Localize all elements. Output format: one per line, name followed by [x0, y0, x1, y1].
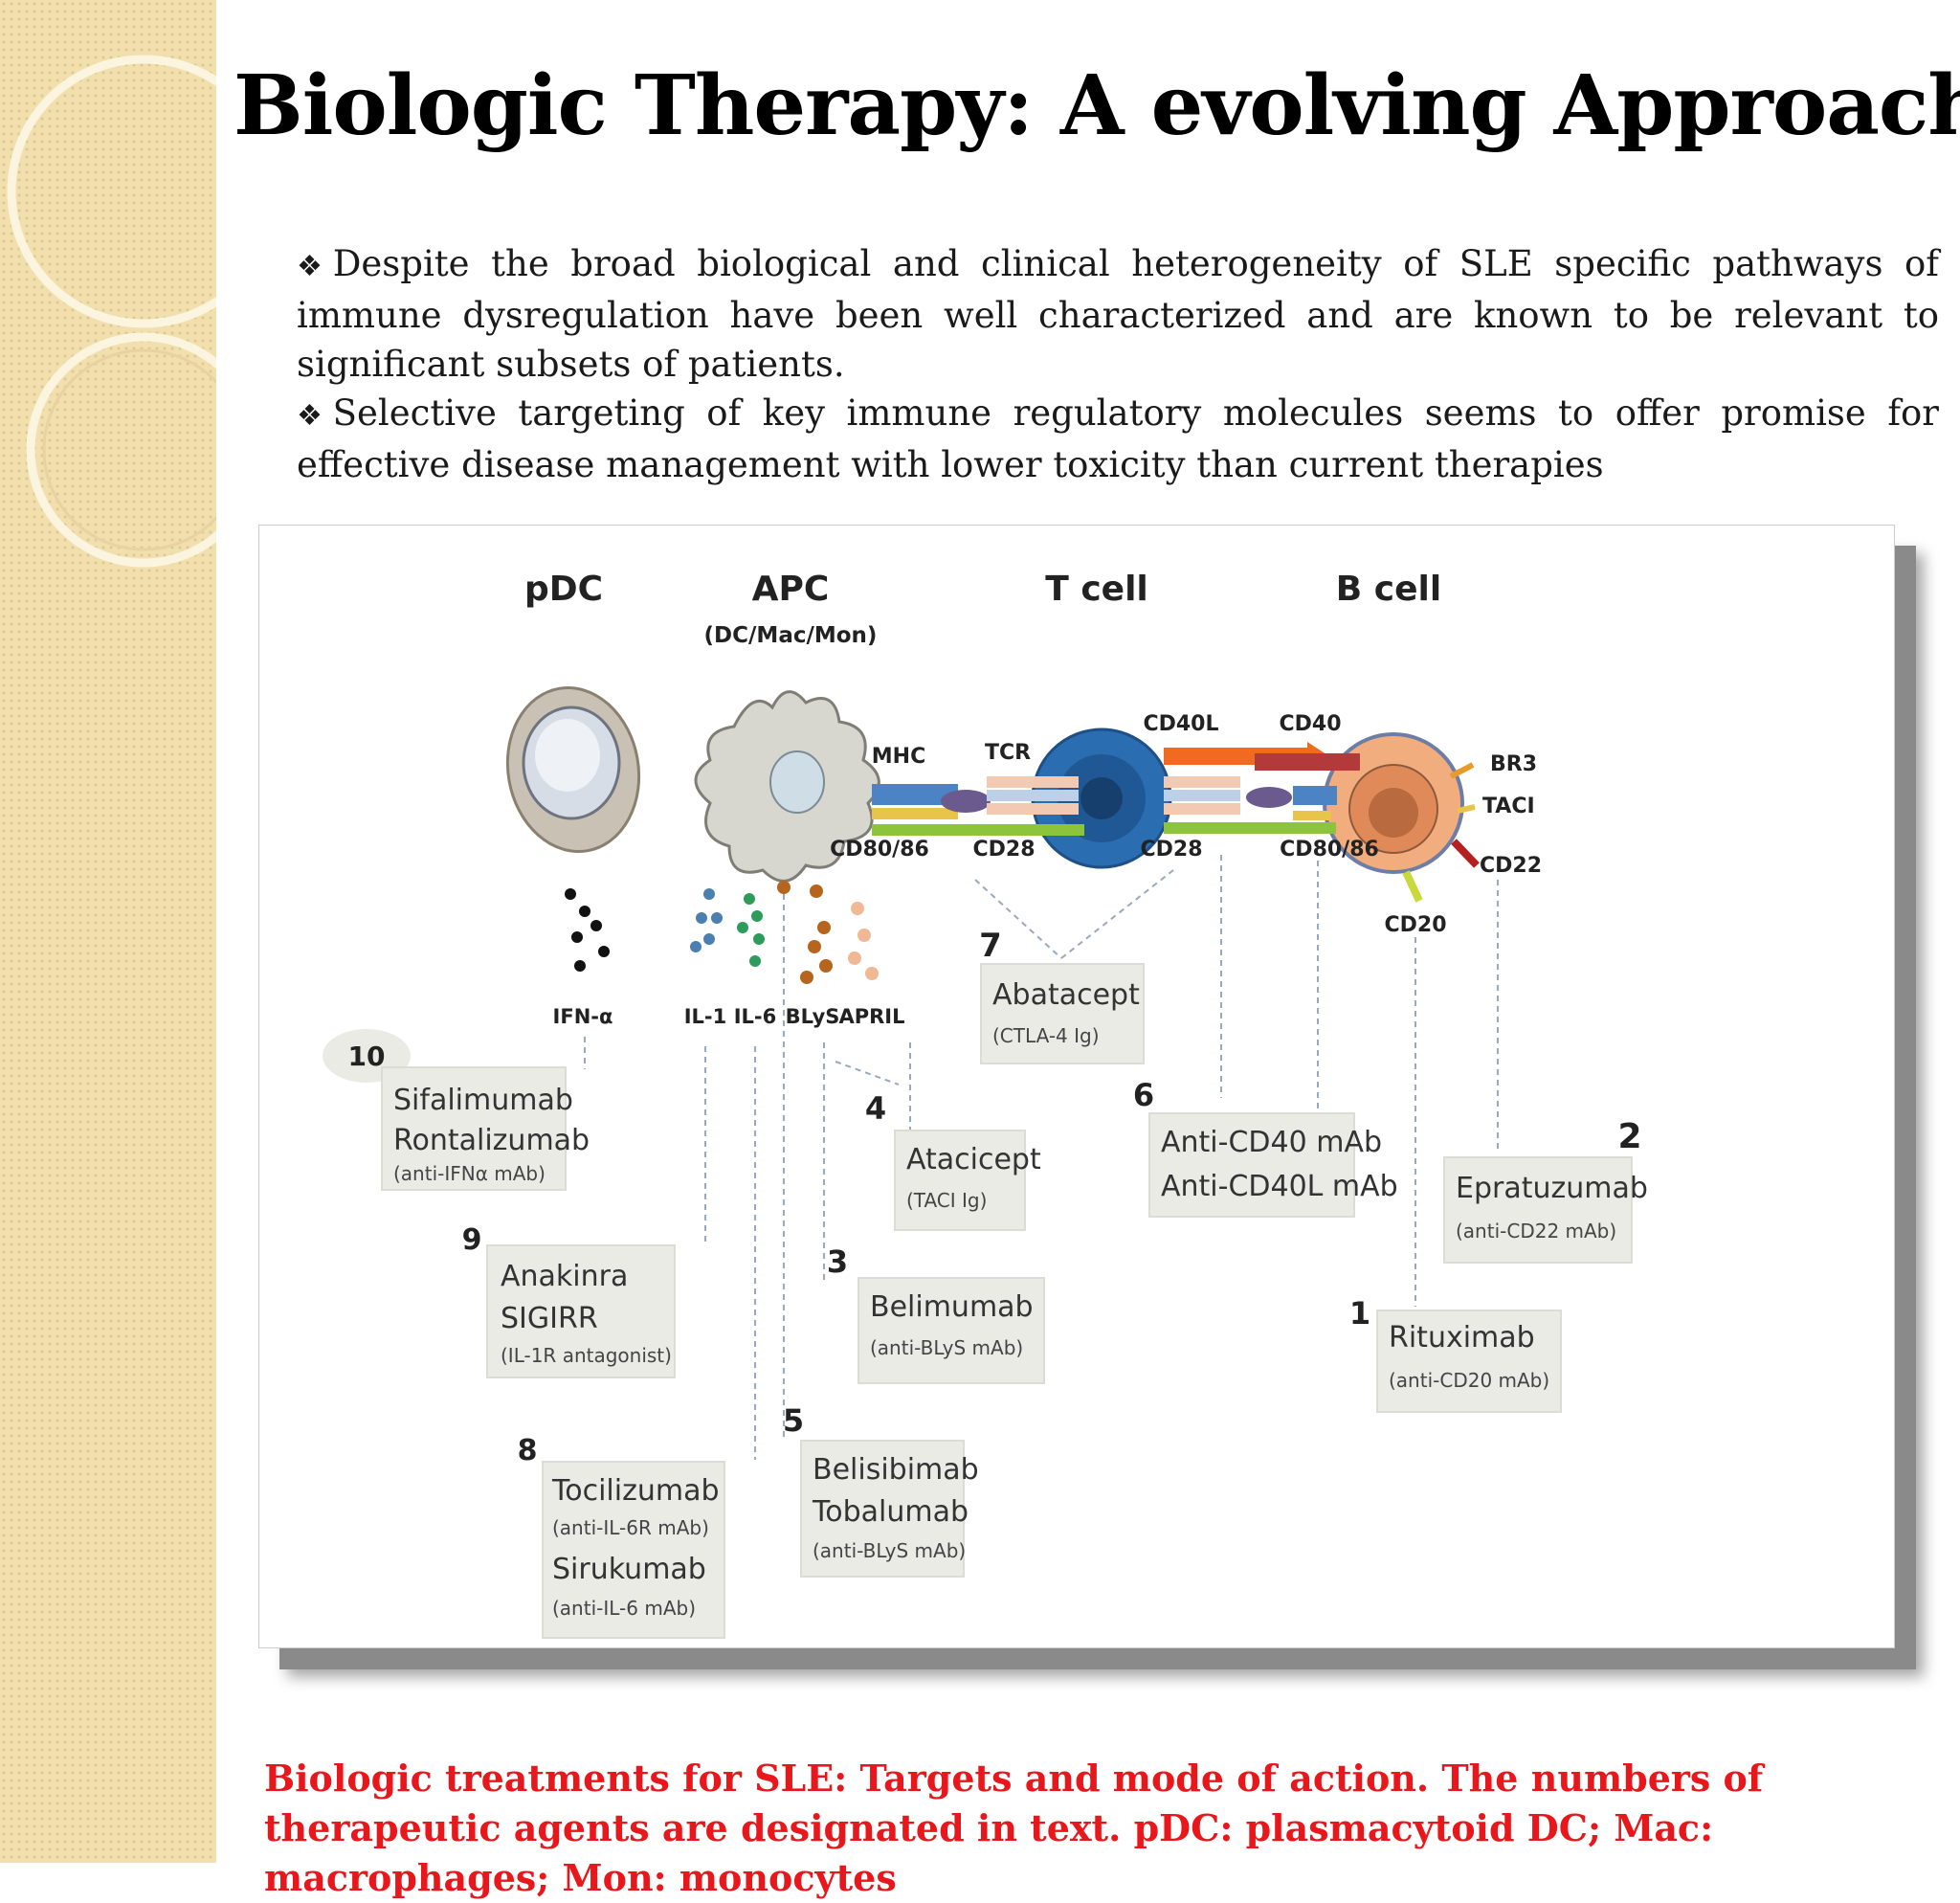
therapy-number: 7: [979, 927, 1002, 965]
drug-name: Sirukumab: [552, 1553, 706, 1586]
drug-name: SIGIRR: [501, 1302, 598, 1335]
therapy-number: 8: [518, 1434, 538, 1467]
drug-note: (anti-BLyS mAb): [813, 1539, 966, 1562]
drug-note: (anti-CD22 mAb): [1456, 1220, 1616, 1243]
therapy-8: 8 Tocilizumab (anti-IL-6R mAb) Sirukumab…: [518, 1434, 725, 1639]
bullet-text: Despite the broad biological and clinica…: [297, 243, 1939, 385]
apc-subheader: (DC/Mac/Mon): [704, 623, 878, 648]
apc-cell-icon: [694, 690, 880, 883]
therapy-number: 1: [1349, 1295, 1370, 1332]
bullet-item: ❖Despite the broad biological and clinic…: [297, 239, 1939, 389]
drug-name: Anti-CD40L mAb: [1161, 1170, 1398, 1203]
cd80-86-apc-label: CD80/86: [830, 838, 929, 862]
bullet-marker-icon: ❖: [297, 399, 333, 433]
drug-name: Anti-CD40 mAb: [1161, 1126, 1382, 1159]
il1-dots-icon: [690, 888, 723, 952]
therapy-6: 6 Anti-CD40 mAb Anti-CD40L mAb: [1133, 1077, 1398, 1218]
therapy-9: 9 Anakinra SIGIRR (IL-1R antagonist): [462, 1223, 676, 1378]
therapy-number: 9: [462, 1223, 482, 1257]
therapy-3: 3 Belimumab (anti-BLyS mAb): [827, 1243, 1045, 1384]
cd20-label: CD20: [1384, 913, 1446, 937]
figure-caption: Biologic treatments for SLE: Targets and…: [264, 1757, 1764, 1899]
drug-name: Belisibimab: [813, 1453, 979, 1487]
drug-note: (anti-IL-6R mAb): [552, 1516, 709, 1539]
tcr-label: TCR: [985, 741, 1031, 765]
cd22-label: CD22: [1480, 854, 1542, 878]
therapy-number: 6: [1133, 1077, 1154, 1113]
therapy-number: 2: [1617, 1117, 1641, 1156]
il6-dots-icon: [737, 893, 765, 967]
connector-lines: [584, 855, 1499, 1460]
therapy-1: 1 Rituximab (anti-CD20 mAb): [1349, 1295, 1562, 1413]
il1-label: IL-1: [684, 1005, 727, 1028]
therapy-2: 2 Epratuzumab (anti-CD22 mAb): [1443, 1117, 1648, 1264]
therapy-number: 3: [827, 1243, 848, 1280]
taci-label: TACI: [1482, 795, 1535, 818]
drug-note: (CTLA-4 Ig): [992, 1024, 1100, 1047]
bullet-item: ❖Selective targeting of key immune regul…: [297, 389, 1939, 489]
apc-header: APC: [752, 570, 830, 609]
decorative-rings-icon: [7, 55, 216, 568]
april-label: APRIL: [838, 1005, 904, 1028]
pdc-header: pDC: [524, 570, 603, 609]
pdc-cell-icon: [505, 685, 641, 854]
drug-name: Abatacept: [992, 978, 1140, 1012]
decorative-sidebar: [0, 0, 216, 1863]
therapy-10: 10 Sifalimumab Rontalizumab (anti-IFNα m…: [323, 1029, 590, 1191]
bcell-icon: [1323, 732, 1464, 874]
drug-note: (anti-BLyS mAb): [870, 1336, 1023, 1359]
drug-note: (anti-IL-6 mAb): [552, 1597, 696, 1620]
therapy-number: 10: [348, 1041, 386, 1072]
drug-note: (anti-CD20 mAb): [1389, 1369, 1549, 1392]
drug-name: Tobalumab: [812, 1495, 969, 1529]
receptor-bars: [872, 742, 1480, 903]
drug-note: (anti-IFNα mAb): [393, 1162, 546, 1185]
bullet-marker-icon: ❖: [297, 250, 333, 283]
ifna-label: IFN-α: [553, 1005, 613, 1028]
br3-label: BR3: [1490, 752, 1537, 776]
drug-name: Tocilizumab: [551, 1474, 720, 1508]
drug-note: (TACI Ig): [906, 1189, 987, 1212]
sle-biologics-diagram: pDC APC (DC/Mac/Mon) T cell B cell: [323, 570, 1648, 1639]
tcell-header: T cell: [1045, 570, 1148, 609]
drug-name: Belimumab: [870, 1290, 1034, 1324]
drug-name: Sifalimumab: [393, 1084, 573, 1117]
drug-name: Rituximab: [1389, 1321, 1535, 1354]
blys-label: BLyS: [786, 1005, 840, 1028]
therapy-7: 7 Abatacept (CTLA-4 Ig): [979, 927, 1145, 1064]
blys-dots-icon: [777, 881, 833, 984]
drug-name: Rontalizumab: [393, 1124, 590, 1157]
bullet-text: Selective targeting of key immune regula…: [297, 392, 1939, 485]
cd40l-label: CD40L: [1143, 712, 1218, 736]
therapy-4: 4 Atacicept (TACI Ig): [865, 1090, 1041, 1231]
drug-note: (IL-1R antagonist): [501, 1344, 672, 1367]
therapy-number: 5: [783, 1402, 804, 1439]
cd28-right-label: CD28: [1140, 838, 1202, 862]
ifna-dots-icon: [565, 888, 610, 972]
il6-label: IL-6: [734, 1005, 777, 1028]
cd40-label: CD40: [1279, 712, 1341, 736]
april-dots-icon: [848, 902, 879, 980]
drug-name: Atacicept: [906, 1143, 1041, 1176]
drug-name: Epratuzumab: [1456, 1172, 1648, 1205]
bcell-header: B cell: [1336, 570, 1441, 609]
cd80-86-b-label: CD80/86: [1280, 838, 1379, 862]
therapy-number: 4: [865, 1090, 886, 1127]
bullet-list: ❖Despite the broad biological and clinic…: [297, 239, 1939, 489]
cd28-left-label: CD28: [972, 838, 1035, 862]
page-title: Biologic Therapy: A evolving Approach: [234, 57, 1960, 154]
figure-frame: pDC APC (DC/Mac/Mon) T cell B cell: [258, 525, 1895, 1648]
drug-name: Anakinra: [501, 1260, 628, 1293]
therapy-5: 5 Belisibimab Tobalumab (anti-BLyS mAb): [783, 1402, 979, 1578]
mhc-label: MHC: [872, 745, 925, 769]
